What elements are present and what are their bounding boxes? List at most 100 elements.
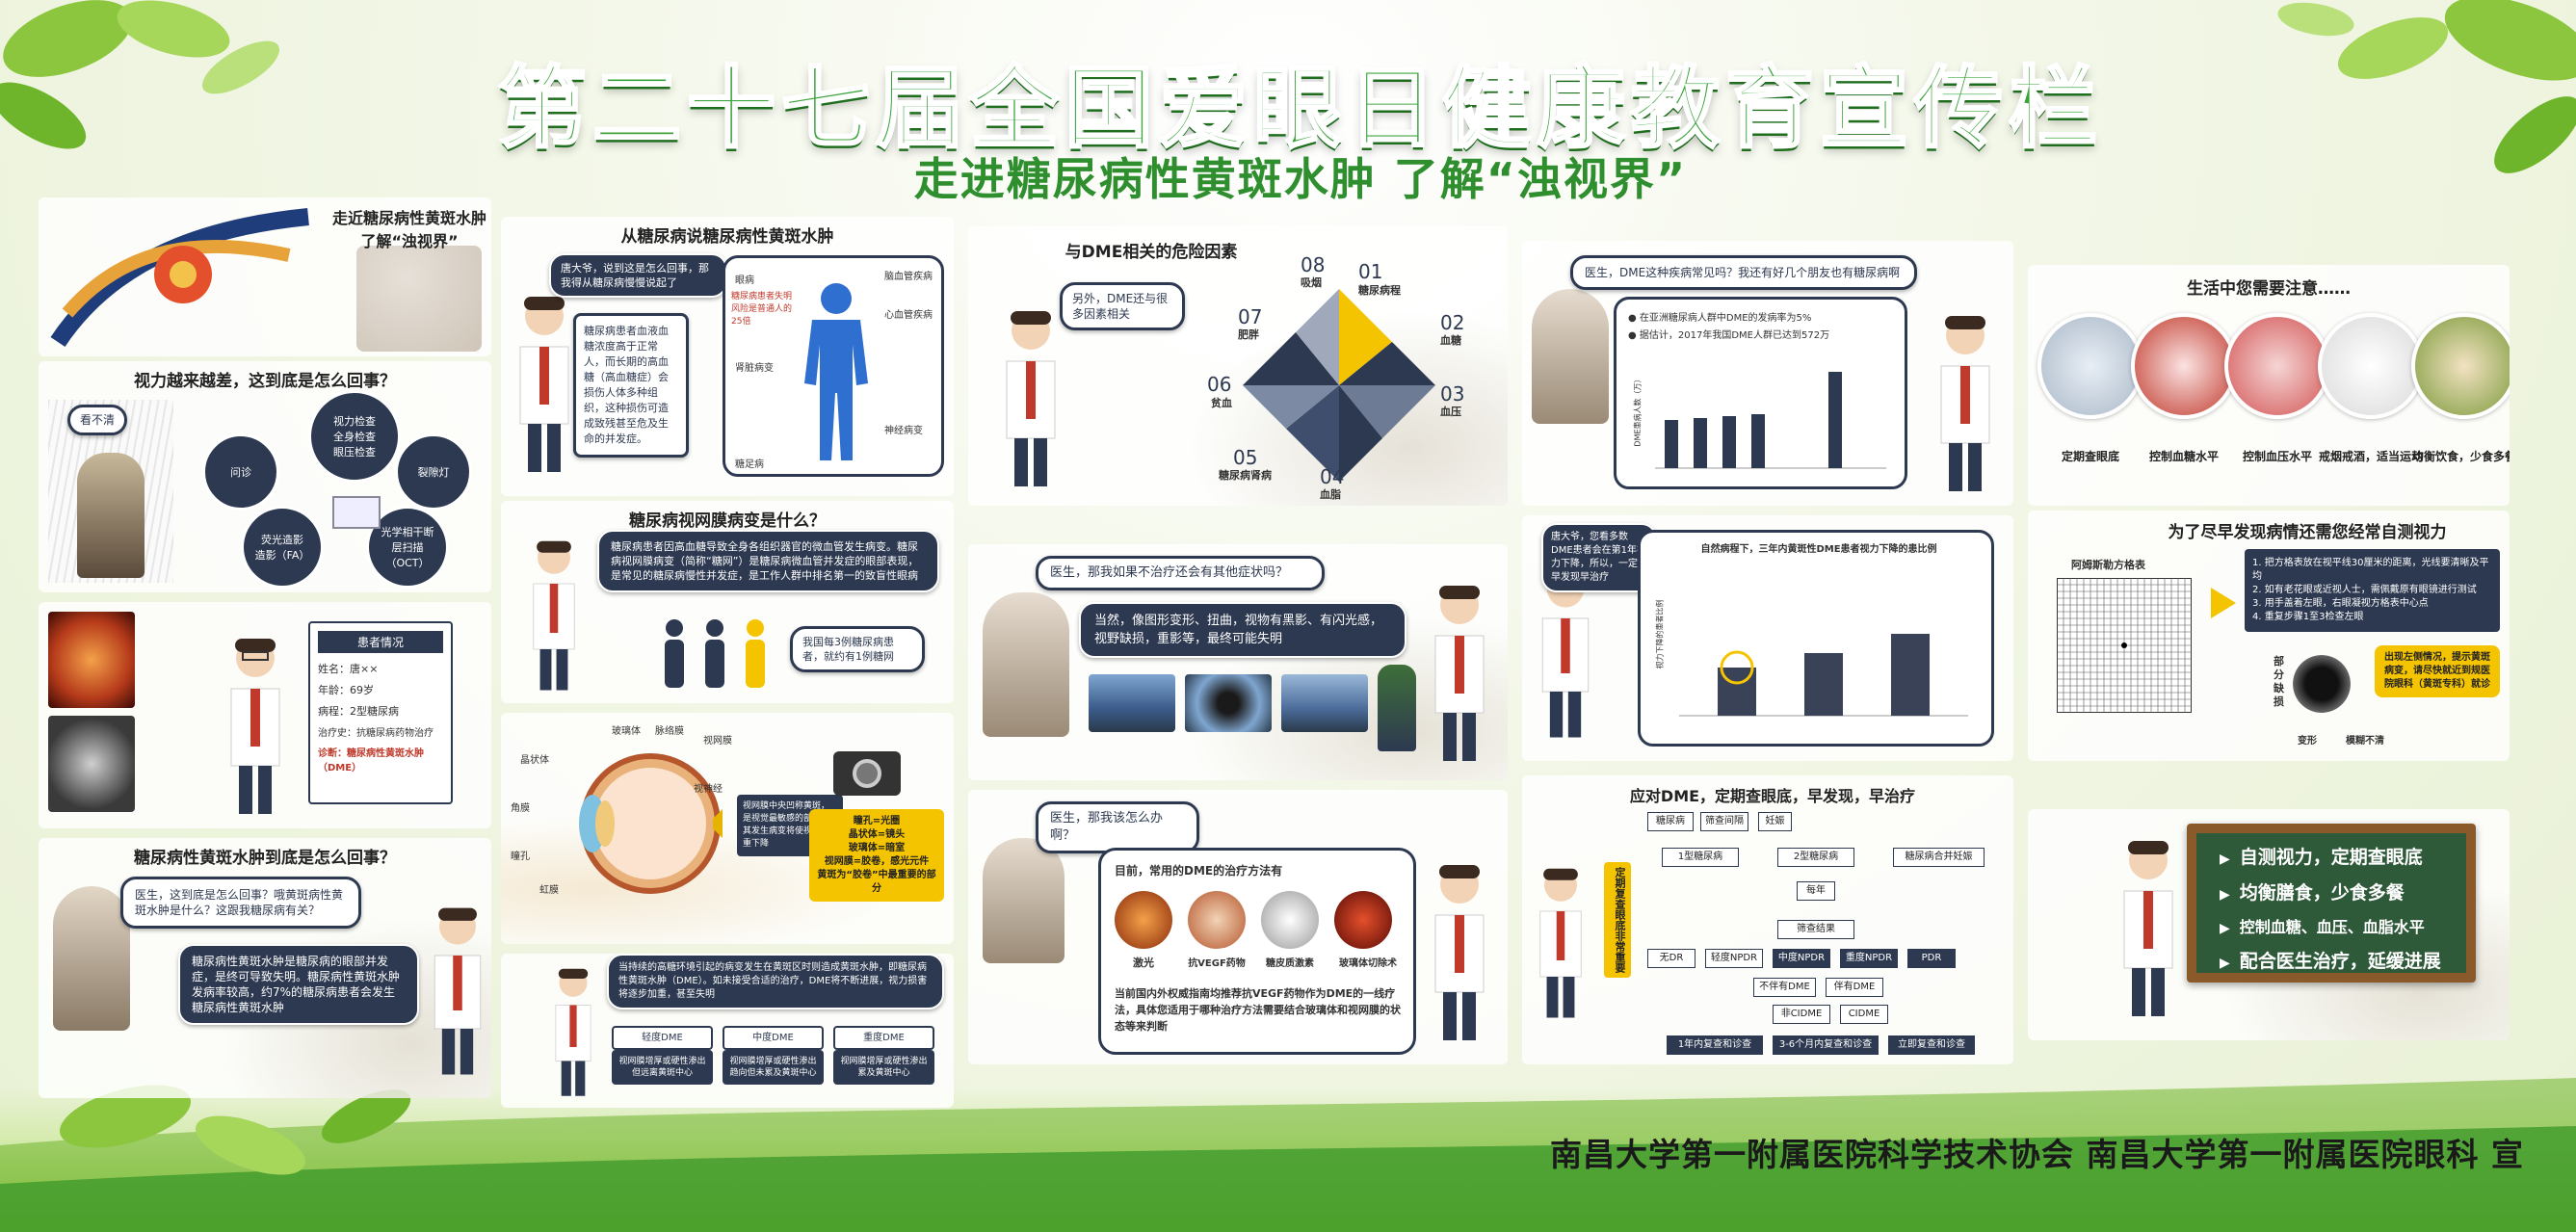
blur-label: 模糊不清 — [2346, 736, 2384, 747]
treatment-note: 当前国内外权威指南均推荐抗VEGF药物作为DME的一线疗法，具体您适用于哪种治疗… — [1115, 987, 1401, 1033]
treatment-box: 目前，常用的DME的治疗方法有 激光 抗VEGF药物 糖皮质激素 玻璃体切除术 … — [1098, 848, 1416, 1055]
glucose-meter-icon — [2131, 313, 2237, 419]
doctor-figure — [434, 907, 482, 1075]
organ-label: 神经病变 — [884, 426, 923, 436]
doctor-figure — [1434, 865, 1485, 1040]
organ-label: 糖尿病患者失明风险是普通人的25倍 — [731, 292, 793, 327]
method-laser-icon — [1115, 891, 1172, 949]
eye-part-label: 玻璃体 — [612, 726, 641, 737]
eye-anatomy-diagram — [579, 753, 723, 894]
partial-defect-label: 部分缺损 — [2274, 655, 2284, 708]
dme-what-title: 糖尿病性黄斑水肿到底是怎么回事？ — [134, 849, 396, 868]
col2-panel-stages: 当持续的高糖环境引起的病变发生在黄斑区时则造成黄斑水肿，即糖尿病性黄斑水肿（DM… — [501, 954, 954, 1108]
flow-node: 伴有DME — [1826, 978, 1883, 997]
stage-mild-title: 轻度DME — [612, 1026, 713, 1050]
exam-node-1: 视力检查 全身检查 眼压检查 — [308, 390, 401, 483]
factor-07-num: 07 — [1238, 305, 1263, 328]
factor-03-num: 03 — [1440, 382, 1465, 406]
chalkboard: 自测视力，定期查眼底 均衡膳食，少食多餐 控制血糖、血压、血脂水平 配合医生治疗… — [2187, 824, 2476, 983]
organ-label: 脑血管疾病 — [884, 272, 933, 282]
doctor-figure — [555, 968, 591, 1096]
col2-panel-diabetes: 从糖尿病说糖尿病性黄斑水肿 唐大爷，说到这是怎么回事，那我得从糖尿病慢慢说起了 … — [501, 217, 954, 496]
card-title: 患者情况 — [318, 631, 443, 653]
body-diagram-box: 眼病 糖尿病患者失明风险是普通人的25倍 脑血管疾病 心血管疾病 肾脏病变 神经… — [723, 255, 944, 477]
flow-node: 每年 — [1797, 881, 1835, 901]
organ-label: 肾脏病变 — [735, 363, 774, 374]
bottom-swoosh — [0, 1078, 2576, 1232]
leaves-top-right — [2277, 0, 2576, 173]
risk-pinwheel — [1243, 289, 1435, 482]
col5-panel-lifestyle: 生活中您需要注意…… 定期查眼底 控制血糖水平 控制血压水平 戒烟戒酒，适当运动… — [2028, 265, 2510, 506]
factor-04-label: 血脂 — [1320, 488, 1341, 501]
progression-chart-title: 自然病程下，三年内黄斑性DME患者视力下降的患比例 — [1700, 544, 1937, 555]
factor-02-label: 血糖 — [1440, 334, 1461, 347]
risk-title: 与DME相关的危险因素 — [1065, 243, 1238, 262]
factor-01-label: 糖尿病程 — [1358, 284, 1401, 297]
chalkboard-item: 控制血糖、血压、血脂水平 — [2220, 914, 2466, 937]
elder-man-illustration — [1532, 289, 1609, 424]
method-antivegf-icon — [1188, 891, 1246, 949]
patient-question-bubble: 医生，这到底是怎么回事？哦黄斑病性黄斑水肿是什么？这跟我糖尿病有关？ — [120, 877, 361, 929]
amsler-step: 4. 重复步骤1至3检查左眼 — [2252, 612, 2364, 622]
arrow-icon — [2211, 588, 2236, 618]
amsler-step-text: 重复步骤1至3检查左眼 — [2264, 612, 2364, 622]
doctor-bubble: 唐大爷，说到这是怎么回事，那我得从糖尿病慢慢说起了 — [549, 253, 727, 298]
symptoms-answer: 当然，像图形变形、扭曲，视物有黑影、有闪光感，视野缺损，重影等，最终可能失明 — [1079, 602, 1406, 658]
factor-04-num: 04 — [1320, 465, 1345, 488]
col1-panel-vision: 视力越来越差，这到底是怎么回事？ 看不清 视力检查 全身检查 眼压检查 裂隙灯 … — [39, 361, 491, 592]
amsler-step: 1. 把方格表放在视平线30厘米的距离，光线要清晰及平均 — [2252, 558, 2489, 582]
no-smoking-icon — [2318, 313, 2424, 419]
retinopathy-stat: 我国每3例糖尿病患者，就约有1例糖网 — [790, 626, 925, 672]
prevalence-box: ● 在亚洲糖尿病人群中DME的发病率为5% ● 据估计，2017年我国DME人群… — [1614, 297, 1907, 489]
prevalence-point-text: 据估计，2017年我国DME人群已达到572万 — [1639, 330, 1830, 341]
lifestyle-label: 控制血压水平 — [2242, 450, 2312, 463]
col2-panel-eye-anatomy: 玻璃体 脉络膜 视网膜 晶状体 角膜 瞳孔 虹膜 视神经 视网膜中央凹称黄斑，是… — [501, 713, 954, 944]
eye-part-label: 晶状体 — [520, 755, 549, 766]
method-vitrectomy-icon — [1334, 891, 1392, 949]
chalkboard-item: 均衡膳食，少食多餐 — [2220, 878, 2466, 904]
screening-title: 应对DME，定期查眼底，早发现，早治疗 — [1629, 787, 1916, 805]
progression-y-label: 视力下降的患者比例 — [1655, 599, 1665, 669]
card-line: 治疗史：抗糖尿病药物治疗 — [318, 728, 434, 739]
symptoms-question: 医生，那我如果不治疗还会有其他症状吗？ — [1036, 556, 1325, 590]
doctor-answer-bubble: 糖尿病性黄斑水肿是糖尿病的眼部并发症，是终可导致失明。糖尿病性黄斑水肿发病率较高… — [178, 944, 419, 1025]
flow-node: 2型糖尿病 — [1777, 848, 1854, 867]
symptom-photo-2 — [1185, 674, 1272, 732]
doctor-figure — [1006, 311, 1056, 486]
col3-panel-symptoms: 医生，那我如果不治疗还会有其他症状吗？ 当然，像图形变形、扭曲，视物有黑影、有闪… — [968, 544, 1508, 780]
method-label: 抗VEGF药物 — [1188, 958, 1246, 969]
flow-node: 重度NPDR — [1840, 949, 1898, 968]
col4-panel-prevalence: 医生，DME这种疾病常见吗？我还有好几个朋友也有糖尿病啊 ● 在亚洲糖尿病人群中… — [1522, 241, 2013, 506]
prevalence-bubble: 医生，DME这种疾病常见吗？我还有好几个朋友也有糖尿病啊 — [1570, 255, 1917, 290]
flow-node: 不伴有DME — [1753, 978, 1816, 997]
doctor-figure — [1940, 316, 1990, 491]
flow-node: 中度NPDR — [1773, 949, 1830, 968]
elderly-couple-illustration — [356, 246, 482, 352]
card-line: 姓名：唐×× — [318, 663, 379, 675]
people-icons — [665, 619, 765, 688]
leaves-top-left — [0, 0, 279, 149]
elder-man-illustration — [53, 886, 130, 1031]
risk-bubble: 另外，DME还与很多因素相关 — [1060, 282, 1185, 330]
symptom-photo-1 — [1089, 674, 1175, 732]
method-label: 激光 — [1133, 957, 1154, 969]
doctor-figure — [2123, 841, 2173, 1016]
doctor-figure — [533, 540, 575, 691]
amsler-step: 3. 用手盖着左眼，右眼凝视方格表中心点 — [2252, 598, 2429, 609]
exam-node-3: 问诊 — [202, 433, 279, 511]
factor-05-label: 糖尿病肾病 — [1219, 469, 1272, 482]
diabetes-explanation: 糖尿病患者血液血糖浓度高于正常人，而长期的高血糖（高血糖症）会损伤人体多种组织，… — [573, 313, 689, 458]
retinopathy-title: 糖尿病视网膜病变是什么？ — [629, 511, 826, 531]
eye-swirl-illustration — [50, 208, 309, 347]
factor-02-num: 02 — [1440, 311, 1465, 334]
blood-pressure-icon — [2224, 313, 2330, 419]
amsler-grid — [2057, 578, 2192, 713]
doctor-figure — [230, 639, 280, 814]
amsler-step-text: 把方格表放在视平线30厘米的距离，光线要清晰及平均 — [2252, 558, 2489, 582]
flow-node: 糖尿病 — [1647, 812, 1694, 831]
col1-panel-dme: 糖尿病性黄斑水肿到底是怎么回事？ 医生，这到底是怎么回事？哦黄斑病性黄斑水肿是什… — [39, 838, 491, 1098]
screening-side-label: 定期复查眼底非常重要 — [1604, 862, 1631, 978]
symptom-photo-3 — [1281, 674, 1368, 732]
card-line: 年龄：69岁 — [318, 684, 374, 696]
flow-node: 糖尿病合并妊娠 — [1893, 848, 1985, 867]
